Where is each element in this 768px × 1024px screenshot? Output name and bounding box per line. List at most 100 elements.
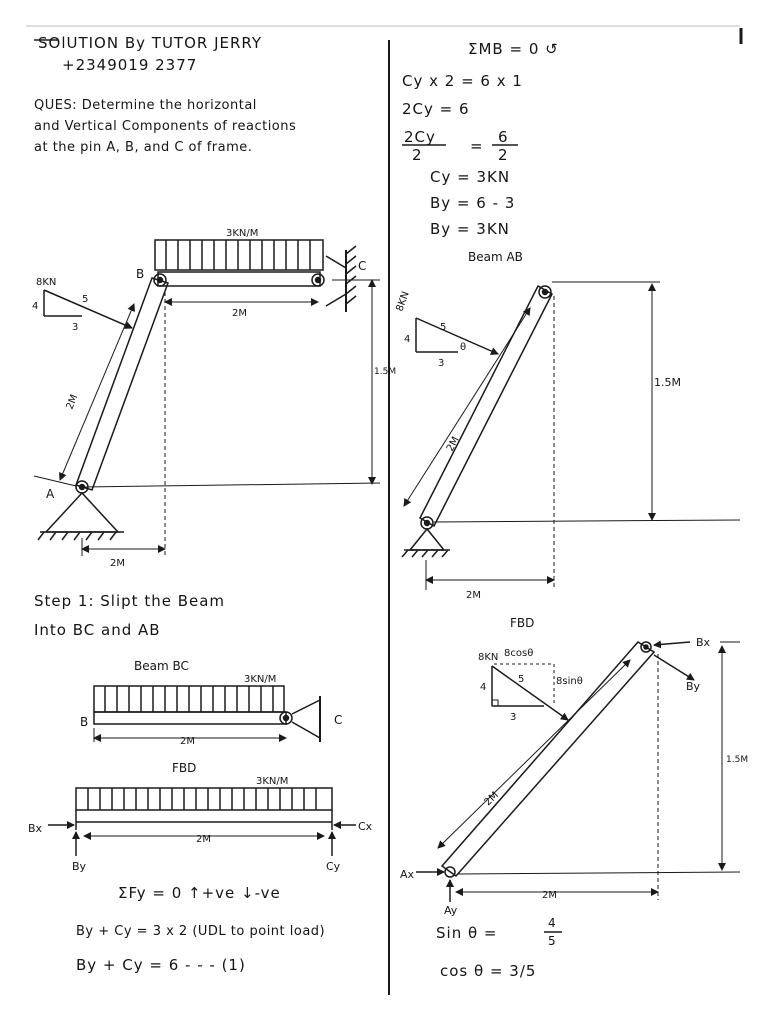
beam-bc-label-b: B (80, 715, 88, 729)
frame-beam-bc (157, 271, 321, 287)
tutor-phone: +2349019 2377 (62, 56, 198, 74)
beam-bc-pin-c (279, 711, 293, 725)
fbd-bc-by: By (72, 860, 87, 873)
fbd-ab-diagram (416, 640, 741, 902)
frame-label-c: C (358, 259, 366, 273)
fbd-bc-load-label: 3KN/M (256, 776, 288, 787)
frame-labels: 3KN/M 8KN 4 5 3 B C A 2M 2M 1.5M 2M (32, 228, 396, 569)
beam-bc-diagram (93, 685, 321, 742)
fbd-ab-dim-len (437, 659, 631, 849)
fbd-ab-bx: Bx (696, 636, 711, 649)
moment-eq-3-rhs-num: 6 (498, 128, 509, 146)
fbd-ab-pin-a (444, 866, 456, 878)
beam-ab-labels: 8KN 4 5 3 θ 2M 1.5M 2M (394, 290, 681, 601)
fbd-bc-dim-label: 2M (196, 834, 211, 845)
fbd-bc-cx: Cx (358, 820, 373, 833)
moment-eq-3-num: 2Cy (404, 128, 436, 146)
sum-mb-equation: ΣMB = 0 ↺ (468, 40, 559, 58)
beam-ab-base-line (433, 519, 741, 523)
beam-bc-dim-label: 2M (180, 736, 195, 747)
fbd-ab-title: FBD (510, 616, 535, 630)
fbd-ab-ay: Ay (444, 904, 458, 917)
beam-ab-tri-5: 5 (440, 322, 446, 333)
frame-force-label: 8KN (36, 277, 56, 288)
beam-ab-tri-4: 4 (404, 334, 410, 345)
frame-tri-4: 4 (32, 301, 38, 312)
step1-line-1: Step 1: Slipt the Beam (34, 592, 226, 610)
fbd-bc-bx: Bx (28, 822, 43, 835)
fbd-bc-cy: Cy (326, 860, 341, 873)
frame-tri-5: 5 (82, 294, 88, 305)
frame-dim-ab-label: 2M (65, 393, 81, 411)
by-substitution: By = 6 - 3 (430, 194, 516, 212)
frame-base-line (81, 482, 381, 488)
fbd-ab-ax: Ax (400, 868, 415, 881)
fbd-ab-dim-h-label: 1.5M (726, 755, 748, 765)
beam-bc-labels: 3KN/M B C 2M (80, 674, 342, 747)
frame-support-a (44, 491, 120, 533)
frame-dim-h-label: 1.5M (374, 367, 396, 377)
beam-ab-tri-3: 3 (438, 358, 444, 369)
beam-ab-dim-base-label: 2M (466, 590, 481, 601)
fbd-ab-by-arrow (653, 654, 695, 681)
fbd-ab-cos-comp: 8cosθ (504, 648, 533, 659)
fbd-ab-tri-5: 5 (518, 674, 524, 685)
fbd-ab-by: By (686, 680, 701, 693)
cy-result: Cy = 3KN (430, 168, 511, 186)
sin-theta-lhs: Sin θ = (436, 924, 498, 942)
fbd-bc-udl (75, 787, 333, 811)
frame-udl-block (154, 239, 324, 271)
moment-eq-3-den: 2 (412, 146, 423, 164)
question-line-2: and Vertical Components of reactions (34, 119, 297, 134)
beam-ab-title: Beam AB (468, 250, 523, 264)
frame-label-b: B (136, 267, 144, 281)
moment-eq-1: Cy x 2 = 6 x 1 (402, 72, 523, 90)
frame-dim-ab (59, 303, 135, 481)
fbd-ab-force-arrow (491, 665, 569, 721)
fbd-ab-base-line (457, 871, 741, 875)
beam-ab-theta: θ (460, 342, 466, 353)
fbd-ab-body (440, 641, 656, 878)
moment-eq-2: 2Cy = 6 (402, 100, 470, 118)
cos-theta: cos θ = 3/5 (440, 962, 537, 980)
beam-bc-label-c: C (334, 713, 342, 727)
equation-1: By + Cy = 6 - - - (1) (76, 956, 246, 974)
equation-by-cy: By + Cy = 3 x 2 (UDL to point load) (76, 924, 326, 939)
beam-ab-force-arrow (415, 317, 499, 355)
frame-dim-bc-label: 2M (232, 308, 247, 319)
beam-ab-support (408, 527, 446, 551)
fbd-ab-force-label: 8KN (478, 652, 498, 663)
fbd-bc-diagram (48, 787, 356, 856)
fbd-bc-title: FBD (172, 761, 197, 775)
step1-line-2: Into BC and AB (34, 621, 161, 639)
fbd-ab-dim-len-label: 2M (482, 790, 500, 808)
sin-theta-den: 5 (548, 934, 556, 948)
by-result: By = 3KN (430, 220, 510, 238)
solution-title: SOlUTION By TUTOR JERRY (38, 34, 263, 52)
moment-eq-3-equals: = (470, 137, 484, 155)
sum-fy-equation: ΣFy = 0 ↑+ve ↓-ve (118, 884, 281, 902)
fbd-ab-bx-arrow (653, 640, 691, 649)
fbd-ab-tri-4: 4 (480, 682, 486, 693)
frame-dim-base-label: 2M (110, 558, 125, 569)
fbd-ab-sin-comp: 8sinθ (556, 676, 583, 687)
frame-pin-c (311, 273, 325, 287)
beam-ab-dim-len (403, 307, 531, 507)
fbd-bc-labels: 3KN/M Bx Cx By Cy 2M (28, 776, 373, 873)
fbd-ab-labels: 8KN 8cosθ 8sinθ 4 5 3 Bx By Ax Ay 2M 1.5… (400, 636, 748, 917)
beam-ab-force-label: 8KN (394, 290, 411, 313)
beam-bc-title: Beam BC (134, 659, 189, 673)
question-line-1: QUES: Determine the horizontal (34, 98, 257, 113)
beam-bc-load-label: 3KN/M (244, 674, 276, 685)
frame-load-label: 3KN/M (226, 228, 258, 239)
beam-ab-pin-b (538, 285, 552, 299)
frame-pin-b (153, 273, 167, 287)
beam-ab-diagram (401, 281, 741, 590)
moment-eq-3-rhs-den: 2 (498, 146, 509, 164)
fbd-ab-pin-b (640, 641, 652, 653)
sin-theta-num: 4 (548, 916, 556, 930)
frame-label-a: A (46, 487, 55, 501)
beam-bc-body (93, 711, 287, 725)
frame-diagram (33, 239, 381, 556)
